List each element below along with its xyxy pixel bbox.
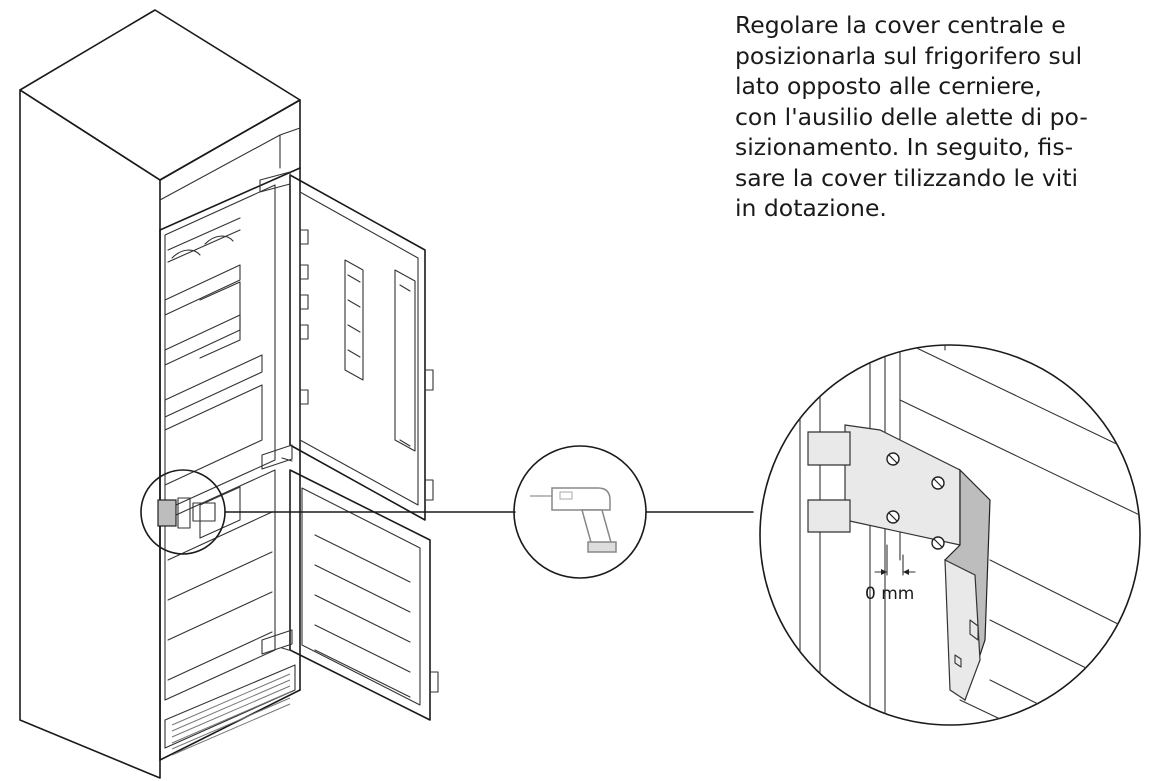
instruction-line: lato opposto alle cerniere, xyxy=(735,72,1042,100)
detail-circle: 0 mm xyxy=(759,344,1141,726)
measurement-label: 0 mm xyxy=(865,584,914,604)
cabinet xyxy=(19,9,301,779)
screw xyxy=(931,476,945,490)
callout-circle-small xyxy=(140,469,516,555)
screw xyxy=(886,452,900,466)
instruction-line: con l'ausilio delle alette di po- xyxy=(735,102,1088,131)
fridge-interior xyxy=(164,184,276,701)
instruction-line: in dotazione. xyxy=(735,194,887,222)
instruction-line: Regolare la cover centrale e xyxy=(735,11,1066,39)
instruction-text: Regolare la cover centrale e posizionarl… xyxy=(735,10,1140,224)
screw xyxy=(931,536,945,550)
instruction-line: sizionamento. In seguito, fis- xyxy=(735,133,1074,161)
electric-screwdriver-icon xyxy=(513,445,754,579)
instruction-line: sare la cover tilizzando le viti xyxy=(735,163,1079,192)
ventilation-grille xyxy=(171,673,291,756)
lower-door xyxy=(261,444,439,721)
screw xyxy=(886,510,900,524)
upper-door xyxy=(259,171,434,521)
instruction-line: posizionarla sul frigorifero sul xyxy=(735,41,1083,70)
